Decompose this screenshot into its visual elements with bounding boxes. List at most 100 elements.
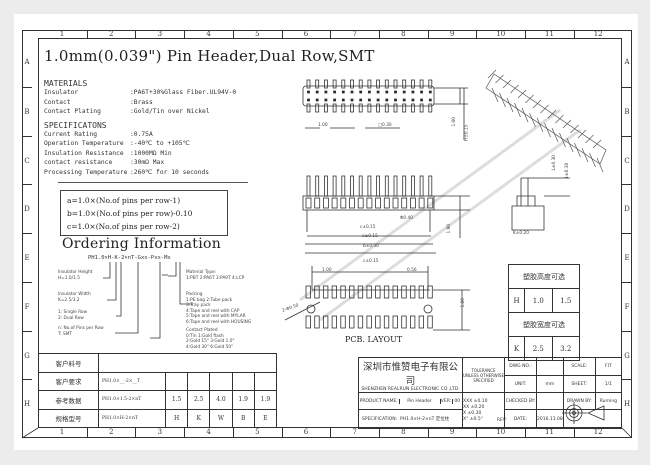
drawing-mark <box>384 79 389 89</box>
drawing-mark <box>376 175 381 197</box>
drawing-mark <box>401 315 407 329</box>
table-row: 客户料号 <box>38 353 277 373</box>
drawing-mark <box>323 79 328 89</box>
row-letter: G <box>622 330 632 380</box>
drawing-mark <box>305 197 312 209</box>
cell: B <box>231 408 255 428</box>
drawing-mark <box>315 79 320 89</box>
spec-value: :1000MΩ Min <box>130 149 172 157</box>
cell: 4.0 <box>209 390 233 410</box>
drawing-mark <box>324 98 328 102</box>
drawing-mark <box>323 103 328 113</box>
drawing-mark <box>411 90 415 94</box>
drawing-mark <box>332 79 337 89</box>
spec-label: Current Rating <box>44 130 98 138</box>
cell <box>231 371 255 391</box>
drawing-mark <box>392 315 398 329</box>
drawing-mark <box>305 315 311 329</box>
drawing-mark <box>315 90 319 94</box>
row-letter: C <box>622 135 632 185</box>
drawing-mark <box>323 175 328 197</box>
column-number: 1 <box>59 428 65 436</box>
row-letter: D <box>622 184 632 233</box>
cell: PH1.0×__-2×__T <box>98 371 166 391</box>
drawing-mark <box>366 315 372 329</box>
column-number: 2 <box>86 30 135 39</box>
drawing-mark <box>525 94 536 128</box>
drawing-mark <box>315 98 319 102</box>
tolerance-value: X° ±0.5° <box>463 416 483 422</box>
dwg-label: DWG NO.: <box>504 357 537 376</box>
cell: 1.9 <box>253 390 278 410</box>
drawing-mark <box>350 98 354 102</box>
spec-value: :0.75A <box>130 130 153 138</box>
ver-label: VER: <box>440 398 453 404</box>
drawing-mark <box>393 103 398 113</box>
drawing-mark <box>375 315 381 329</box>
cell: K <box>187 408 211 428</box>
column-number: 11 <box>525 428 573 437</box>
dim-side-l: L±0.30 <box>552 154 558 171</box>
drawing-mark <box>402 90 406 94</box>
drawing-mark <box>384 175 389 197</box>
drawing-mark <box>428 98 432 102</box>
unit-label: UNIT: <box>504 375 537 393</box>
drawing-mark <box>322 197 329 209</box>
drawing-mark <box>419 103 424 113</box>
width-option: 3.2 <box>551 336 580 361</box>
drawing-mark <box>420 90 424 94</box>
checked-value <box>536 392 564 410</box>
drawing-mark <box>385 98 389 102</box>
drawing-mark <box>402 103 407 113</box>
drawing-mark <box>332 103 337 113</box>
spec-value: :-40℃ to +105℃ <box>130 140 190 147</box>
ordering-code: PH1.0×H-K-2×nT-Gxx-Pxx-Mx <box>88 255 171 261</box>
drawing-mark <box>392 285 398 299</box>
column-number: 9 <box>427 30 476 39</box>
column-number: 5 <box>232 428 281 437</box>
row-label: 规格型号 <box>38 408 99 428</box>
formula-c: c=1.0×(No.of pins per row-2) <box>67 222 180 231</box>
cell: H <box>164 408 189 428</box>
scale-value: FIT <box>594 357 623 376</box>
materials-heading: MATERIALS <box>44 79 88 88</box>
drawing-mark <box>367 98 371 102</box>
drawing-mark <box>366 197 373 209</box>
dim-a: a±0.15 <box>362 234 378 239</box>
drawing-mark <box>410 79 415 89</box>
dim-height: H±0.15 <box>464 124 470 141</box>
drawing-mark <box>357 285 364 299</box>
drawing-mark <box>410 175 415 197</box>
ordering-option: 6:Tape and reel with HOUSING <box>186 319 252 325</box>
spec-label: Contact <box>44 98 71 106</box>
cell: PH1.0×1.5-2×nT <box>98 390 166 410</box>
row-letter: A <box>624 58 630 66</box>
spec-row: Contact Plating:Gold/Tin over Nickel <box>44 107 236 117</box>
spec-value: :Gold/Tin over Nickel <box>130 108 210 115</box>
drawing-mark <box>357 197 364 209</box>
cell <box>187 371 211 391</box>
ordering-option: 0:Tin 1:Gold flash <box>186 333 224 339</box>
column-number: 3 <box>135 428 183 437</box>
drawing-mark <box>322 315 329 329</box>
pcb-layout-label: PCB. LAYOUT <box>345 335 403 344</box>
spec-label: SPECIFICATION: <box>362 417 398 422</box>
drawing-mark <box>401 285 407 299</box>
drawing-mark <box>427 315 433 329</box>
cell <box>209 371 233 391</box>
column-number: 9 <box>427 428 476 437</box>
ordering-option: Material Type: <box>186 270 217 275</box>
divider <box>58 182 248 183</box>
drawing-mark <box>314 197 321 209</box>
drawing-mark <box>322 285 329 299</box>
column-number: 12 <box>573 30 622 39</box>
spec-label: Insulation Resistance <box>44 149 124 157</box>
product-name: Pin Header <box>399 398 441 404</box>
drawing-mark <box>367 79 372 89</box>
drawing-mark <box>367 175 372 197</box>
drawing-mark <box>358 175 363 197</box>
height-label: H <box>507 288 526 313</box>
drawn-value: Rurning <box>594 392 623 410</box>
